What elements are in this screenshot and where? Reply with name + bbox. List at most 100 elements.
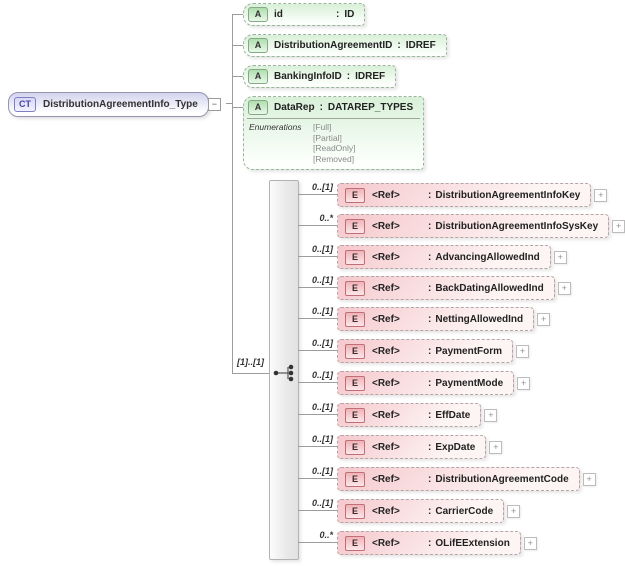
element-ref: <Ref> <box>372 505 400 517</box>
connector-line <box>298 542 337 543</box>
attribute-name: DataRep <box>274 102 315 113</box>
element-ref: <Ref> <box>372 441 400 453</box>
minus-glyph: − <box>211 99 217 109</box>
element-row: 0..[1] E <Ref> : DistributionAgreementCo… <box>298 466 596 491</box>
connector-line <box>298 256 337 257</box>
attribute-box[interactable]: A DistributionAgreementID : IDREF <box>243 34 447 57</box>
element-ref: <Ref> <box>372 377 400 389</box>
attribute-type: IDREF <box>405 40 436 51</box>
connector-trunk <box>232 14 233 374</box>
connector-line <box>232 76 243 77</box>
element-icon: E <box>345 249 365 265</box>
attribute-row: A id : ID <box>243 3 366 26</box>
attribute-icon: A <box>248 69 268 84</box>
element-cardinality: 0..[1] <box>311 466 333 476</box>
plus-glyph: + <box>598 189 604 200</box>
plus-glyph: + <box>493 441 499 452</box>
element-row: 0..[1] E <Ref> : PaymentMode + <box>298 370 531 395</box>
element-icon: E <box>345 375 365 391</box>
element-box[interactable]: E <Ref> : PaymentForm <box>337 339 514 363</box>
element-row: 0..[1] E <Ref> : DistributionAgreementIn… <box>298 182 608 207</box>
sequence-icon <box>273 364 294 382</box>
element-box[interactable]: E <Ref> : AdvancingAllowedInd <box>337 245 551 269</box>
element-box[interactable]: E <Ref> : PaymentMode <box>337 371 515 395</box>
attribute-box[interactable]: A id : ID <box>243 3 366 26</box>
attribute-box[interactable]: A DataRep : DATAREP_TYPES Enumerations [… <box>243 96 425 170</box>
expand-icon[interactable]: + <box>489 440 503 454</box>
element-row: 0..* E <Ref> : OLifEExtension + <box>298 530 537 555</box>
element-icon: E <box>345 407 365 423</box>
connector-line <box>232 45 243 46</box>
element-box[interactable]: E <Ref> : DistributionAgreementCode <box>337 467 580 491</box>
element-box[interactable]: E <Ref> : CarrierCode <box>337 499 505 523</box>
expand-icon[interactable]: + <box>557 281 571 295</box>
element-name: PaymentMode <box>435 377 504 389</box>
connector-line <box>298 446 337 447</box>
element-name: BackDatingAllowedInd <box>435 282 544 294</box>
element-ref: <Ref> <box>372 313 400 325</box>
element-name: OLifEExtension <box>435 537 510 549</box>
separator-line <box>247 118 421 119</box>
complex-type-box[interactable]: CT DistributionAgreementInfo_Type <box>8 92 209 117</box>
element-name: EffDate <box>435 409 471 421</box>
expand-icon[interactable]: + <box>553 250 567 264</box>
expand-icon[interactable]: + <box>516 344 530 358</box>
element-name: DistributionAgreementInfoKey <box>435 189 581 201</box>
connector-line <box>298 350 337 351</box>
expand-icon[interactable]: + <box>517 376 531 390</box>
element-colon: : <box>428 189 432 201</box>
connector-line <box>232 107 243 108</box>
element-box[interactable]: E <Ref> : BackDatingAllowedInd <box>337 276 555 300</box>
collapse-icon[interactable]: − <box>207 98 221 111</box>
element-box[interactable]: E <Ref> : ExpDate <box>337 435 487 459</box>
element-colon: : <box>428 251 432 263</box>
expand-icon[interactable]: + <box>594 188 608 202</box>
element-box[interactable]: E <Ref> : DistributionAgreementInfoKey <box>337 183 592 207</box>
connector-line <box>298 382 337 383</box>
expand-icon[interactable]: + <box>507 504 521 518</box>
plus-glyph: + <box>511 505 517 516</box>
element-row: 0..[1] E <Ref> : NettingAllowedInd + <box>298 306 551 331</box>
expand-icon[interactable]: + <box>484 408 498 422</box>
element-name: DistributionAgreementInfoSysKey <box>435 220 599 232</box>
element-icon: E <box>345 187 365 203</box>
attribute-colon: : <box>397 40 401 51</box>
attribute-row: A BankingInfoID : IDREF <box>243 65 397 88</box>
connector-line <box>232 373 270 374</box>
attribute-row: A DistributionAgreementID : IDREF <box>243 34 447 57</box>
element-row: 0..[1] E <Ref> : EffDate + <box>298 402 498 427</box>
attribute-box[interactable]: A BankingInfoID : IDREF <box>243 65 397 88</box>
element-icon: E <box>345 343 365 359</box>
plus-glyph: + <box>557 251 563 262</box>
element-ref: <Ref> <box>372 473 400 485</box>
element-row: 0..[1] E <Ref> : PaymentForm + <box>298 338 530 363</box>
element-ref: <Ref> <box>372 189 400 201</box>
attribute-row: A DataRep : DATAREP_TYPES Enumerations [… <box>243 96 425 170</box>
element-box[interactable]: E <Ref> : EffDate <box>337 403 482 427</box>
enumerations-section: Enumerations [Full][Partial][ReadOnly][R… <box>244 118 423 169</box>
sequence-bar[interactable] <box>269 180 299 560</box>
enumerations-label: Enumerations <box>249 122 302 132</box>
element-icon: E <box>345 218 365 234</box>
connector-line <box>298 478 337 479</box>
connector-line <box>298 287 337 288</box>
element-box[interactable]: E <Ref> : NettingAllowedInd <box>337 307 535 331</box>
expand-icon[interactable]: + <box>582 472 596 486</box>
expand-icon[interactable]: + <box>523 536 537 550</box>
expand-icon[interactable]: + <box>537 312 551 326</box>
element-colon: : <box>428 313 432 325</box>
element-icon: E <box>345 471 365 487</box>
attribute-icon: A <box>248 7 268 22</box>
element-icon: E <box>345 503 365 519</box>
element-box[interactable]: E <Ref> : OLifEExtension <box>337 531 521 555</box>
enumeration-value: [Partial] <box>313 132 342 143</box>
attribute-name: BankingInfoID <box>274 71 342 82</box>
attribute-colon: : <box>336 9 340 20</box>
attribute-type: ID <box>344 9 355 20</box>
enumeration-value: [Removed] <box>313 153 355 164</box>
element-box[interactable]: E <Ref> : DistributionAgreementInfoSysKe… <box>337 214 610 238</box>
expand-icon[interactable]: + <box>612 219 625 233</box>
element-cardinality: 0..* <box>319 530 333 540</box>
element-row: 0..[1] E <Ref> : CarrierCode + <box>298 498 521 523</box>
sequence-cardinality: [1]..[1] <box>237 357 264 367</box>
